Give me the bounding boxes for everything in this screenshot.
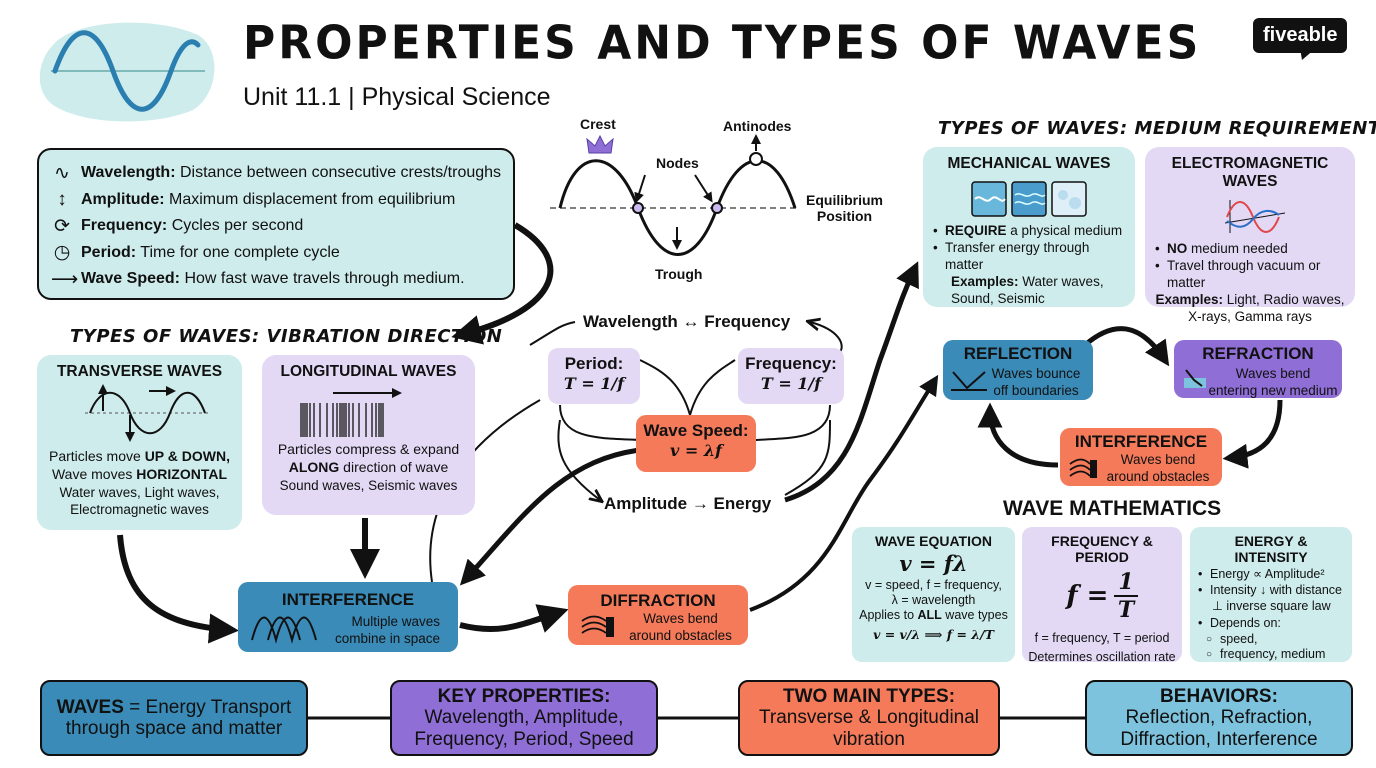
summary-key-properties: KEY PROPERTIES: Wavelength, Amplitude, F… [390,680,658,756]
medium-section-title: TYPES OF WAVES: MEDIUM REQUIREMENTS [938,118,1376,139]
frequency-period-card: FREQUENCY & PERIOD f = 1 T f = frequency… [1022,527,1182,664]
right-arrow-icon: ⟶ [51,268,79,290]
arrow-defs-to-vibration [451,222,554,345]
mechanical-card: MECHANICAL WAVES REQUIRE a physical medi… [923,147,1135,307]
em-wave-icon [1224,200,1286,233]
transverse-wave-icon [85,384,210,442]
cycle-icon: ⟳ [54,215,70,237]
arrow-diffraction-to-reflection [749,374,939,612]
fraction-formula: f = 1 T [1026,569,1178,623]
def-desc: How fast wave travels through medium. [184,270,465,288]
def-term: Frequency: [81,217,168,235]
wave-anatomy-diagram [550,134,800,256]
electromagnetic-card: ELECTROMAGNETIC WAVES NO medium needed T… [1145,147,1355,324]
def-term: Period: [81,243,137,261]
interference-icon [251,616,317,644]
refraction-card: REFRACTION Waves bend entering new mediu… [1174,340,1342,398]
energy-intensity-card: ENERGY & INTENSITY Energy ∝ Amplitude² I… [1190,527,1352,662]
def-row-wave-speed: ⟶ Wave Speed: How fast wave travels thro… [51,266,503,293]
inverse-icon: ⊥ [1212,599,1227,614]
wave-equation-card: WAVE EQUATION v = fλ v = speed, f = freq… [852,527,1015,662]
wave-speed-card: Wave Speed: v = λf [636,415,756,472]
longitudinal-wave-icon [300,388,402,437]
antinode-marker [749,152,763,166]
period-card: Period: T = 1/f [548,348,640,404]
fiveable-logo: fiveable [1253,18,1348,53]
header-logo-blob [33,15,216,123]
arrow-reflection-to-refraction [1083,326,1170,367]
vibration-section-title: TYPES OF WAVES: VIBRATION DIRECTION [70,326,503,347]
summary-behaviors: BEHAVIORS: Reflection, Refraction, Diffr… [1085,680,1353,756]
arrow-interference-to-reflection [977,402,1059,468]
loop-curve-energy [784,419,831,496]
arrow-energy-to-mechanical [784,261,919,503]
definitions-box: ∿ Wavelength: Distance between consecuti… [37,148,515,300]
loop-curve-frequency [754,404,831,441]
logo-tail-icon [1300,48,1316,60]
amplitude-energy-relation: Amplitude → Energy [604,494,772,513]
def-row-period: ◷ Period: Time for one complete cycle [51,240,503,267]
diffraction-icon [581,615,614,637]
def-desc: Distance between consecutive crests/trou… [179,164,502,182]
updown-arrow-icon: ↕ [57,188,67,210]
loop-curve-mid [639,359,736,419]
label-trough: Trough [655,266,703,282]
interference-card: INTERFERENCE Multiple waves combine in s… [238,582,458,652]
def-row-amplitude: ↕ Amplitude: Maximum displacement from e… [51,187,503,214]
def-row-wavelength: ∿ Wavelength: Distance between consecuti… [51,160,503,187]
longitudinal-title: LONGITUDINAL WAVES [280,363,457,380]
arrow-transverse-to-interference [117,534,239,644]
blob-shape [39,22,215,122]
def-desc: Maximum displacement from equilibrium [169,190,456,208]
clock-icon: ◷ [53,242,71,264]
reflection-icon [951,371,987,391]
page-title: PROPERTIES AND TYPES OF WAVES [243,16,1202,71]
transverse-card: TRANSVERSE WAVES Particles move UP & DOW… [37,355,242,530]
def-term: Amplitude: [81,190,165,208]
loop-curve-period [559,404,641,441]
seismic-icon [1051,181,1087,217]
arrow-speed-to-interference [459,447,641,586]
frequency-card: Frequency: T = 1/f [738,348,844,404]
loop-curve-amp [557,419,600,500]
def-term: Wavelength: [81,164,176,182]
def-row-frequency: ⟳ Frequency: Cycles per second [51,213,503,240]
arrow-refraction-to-interference [1222,399,1283,469]
label-crest: Crest [580,116,616,132]
math-section-title: WAVE MATHEMATICS [1003,497,1222,520]
diffraction-card: DIFFRACTION Waves bend around obstacles [568,585,748,645]
wave-icon: ∿ [54,162,70,184]
label-nodes: Nodes [656,155,699,171]
transverse-title: TRANSVERSE WAVES [56,363,223,380]
longitudinal-card: LONGITUDINAL WAVES Particles compress & … [262,355,475,515]
summary-waves: WAVES = Energy Transport through space a… [40,680,308,756]
summary-two-main-types: TWO MAIN TYPES: Transverse & Longitudina… [738,680,1000,756]
page-subtitle: Unit 11.1 | Physical Science [243,83,551,111]
def-term: Wave Speed: [81,270,180,288]
def-desc: Time for one complete cycle [140,243,340,261]
arrow-interference-to-diffraction [459,604,569,633]
crown-icon [586,134,614,154]
loop-curve-top [529,321,576,346]
label-antinodes: Antinodes [723,118,792,134]
mechanical-icons [933,181,1125,217]
water-wave-icon [971,181,1007,217]
sound-wave-icon [1011,181,1047,217]
reflection-card: REFLECTION Waves bounce off boundaries [943,340,1093,400]
interference-cycle-icon [1069,458,1097,478]
interference-cycle-card: INTERFERENCE Waves bend around obstacles [1060,428,1222,486]
label-equilibrium: Equilibrium Position [806,192,883,225]
node-marker [711,202,723,214]
wavelength-frequency-relation: Wavelength ↔ Frequency [583,312,791,331]
sine-wave-icon [52,30,201,112]
refraction-icon [1184,369,1206,388]
def-desc: Cycles per second [171,217,304,235]
node-marker [632,202,644,214]
